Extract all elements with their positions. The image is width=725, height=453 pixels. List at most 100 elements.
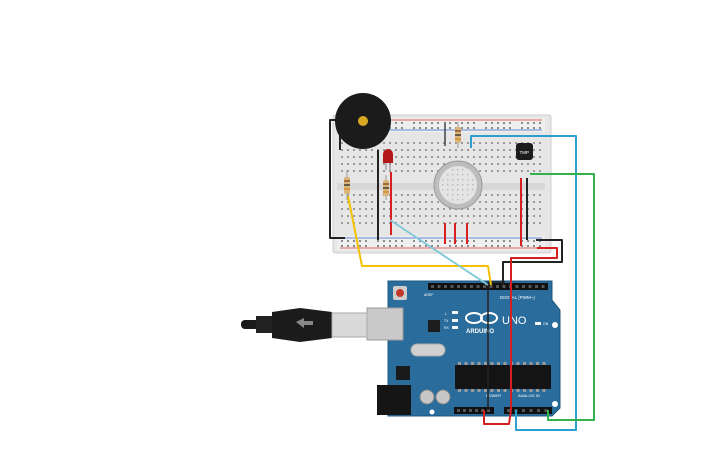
gas-sensor[interactable] — [433, 160, 483, 210]
rail-hole — [509, 240, 511, 242]
mesh-dot — [452, 184, 454, 186]
rail-hole — [509, 127, 511, 129]
wire-blue-analog[interactable] — [470, 135, 577, 431]
rail-hole — [377, 240, 379, 242]
chip-leg — [529, 362, 533, 365]
terminal-hole — [419, 163, 421, 165]
header-pin — [450, 285, 454, 288]
terminal-hole — [359, 163, 361, 165]
chip-leg — [471, 389, 474, 392]
terminal-hole — [413, 194, 415, 196]
terminal-hole — [533, 201, 535, 203]
terminal-hole — [503, 222, 505, 224]
terminal-hole — [407, 201, 409, 203]
rail-hole — [473, 245, 475, 247]
terminal-hole — [401, 215, 403, 217]
terminal-hole — [347, 201, 349, 203]
terminal-hole — [419, 201, 421, 203]
usb-cable-tail — [241, 320, 259, 329]
terminal-hole — [497, 215, 499, 217]
terminal-hole — [425, 194, 427, 196]
terminal-hole — [533, 208, 535, 210]
terminal-hole — [533, 215, 535, 217]
rail-hole — [395, 127, 397, 129]
terminal-hole — [479, 222, 481, 224]
terminal-hole — [395, 194, 397, 196]
rail-hole — [431, 240, 433, 242]
arduino-board[interactable]: DIGITAL (PWM~) AREF ARDUINO UNO L TX RX … — [366, 280, 561, 417]
chip-leg — [497, 389, 500, 392]
rail-hole — [419, 240, 421, 242]
wire-black-gnd-lower[interactable] — [487, 281, 505, 410]
usb-cable[interactable] — [241, 308, 368, 342]
terminal-hole — [503, 163, 505, 165]
resistor-top[interactable] — [455, 122, 461, 148]
chip-leg — [477, 389, 481, 392]
chip-leg — [484, 389, 487, 392]
terminal-hole — [479, 208, 481, 210]
terminal-hole — [431, 201, 433, 203]
terminal-hole — [395, 215, 397, 217]
header-pin — [489, 285, 493, 288]
mesh-dot — [467, 174, 469, 176]
red-led[interactable] — [383, 149, 393, 172]
terminal-hole — [347, 149, 349, 151]
wire-red-gas-sensor[interactable] — [444, 223, 468, 244]
mesh-dot — [457, 189, 459, 191]
temperature-sensor[interactable]: TMP — [516, 143, 533, 160]
terminal-hole — [341, 208, 343, 210]
rail-hole — [539, 122, 541, 124]
terminal-hole — [461, 156, 463, 158]
rail-hole — [413, 122, 415, 124]
terminal-hole — [371, 170, 373, 172]
terminal-hole — [365, 201, 367, 203]
resistor-middle[interactable] — [383, 175, 389, 200]
terminal-hole — [503, 156, 505, 158]
chip-leg — [503, 389, 507, 392]
rail-hole — [521, 127, 523, 129]
wire-green-analog[interactable] — [530, 173, 595, 421]
terminal-hole — [461, 222, 463, 224]
rail-hole — [509, 122, 511, 124]
wire-black-jumpers[interactable] — [377, 150, 528, 240]
terminal-hole — [347, 156, 349, 158]
rail-hole — [509, 245, 511, 247]
wire-lightblue-signal[interactable] — [389, 219, 489, 286]
terminal-hole — [407, 215, 409, 217]
chip-leg — [458, 389, 461, 392]
wire-yellow-signal[interactable] — [347, 195, 492, 286]
rail-hole — [497, 240, 499, 242]
chip-leg — [464, 389, 468, 392]
rail-hole — [449, 122, 451, 124]
rail-hole — [431, 127, 433, 129]
mesh-dot — [457, 169, 459, 171]
resistor-left[interactable] — [344, 170, 350, 200]
mesh-dot — [457, 199, 459, 201]
tx-led — [452, 319, 458, 322]
terminal-hole — [509, 156, 511, 158]
terminal-hole — [431, 149, 433, 151]
rail-hole — [455, 245, 457, 247]
rail-hole — [497, 122, 499, 124]
terminal-hole — [491, 215, 493, 217]
terminal-hole — [515, 208, 517, 210]
terminal-hole — [353, 149, 355, 151]
terminal-hole — [497, 194, 499, 196]
terminal-hole — [449, 142, 451, 144]
piezo-buzzer[interactable] — [335, 93, 391, 149]
chip-leg — [542, 362, 546, 365]
header-pin — [463, 285, 467, 288]
header-pin — [502, 285, 506, 288]
terminal-hole — [419, 149, 421, 151]
wire-black-gnd[interactable] — [502, 239, 563, 285]
header-pin — [431, 285, 434, 288]
rail-hole — [437, 245, 439, 247]
gas-sensor-mesh-dots — [442, 169, 474, 201]
terminal-hole — [509, 201, 511, 203]
wire-red-5v[interactable] — [483, 247, 558, 425]
terminal-hole — [491, 142, 493, 144]
terminal-hole — [413, 163, 415, 165]
terminal-hole — [467, 142, 469, 144]
terminal-hole — [413, 170, 415, 172]
mesh-dot — [457, 184, 459, 186]
